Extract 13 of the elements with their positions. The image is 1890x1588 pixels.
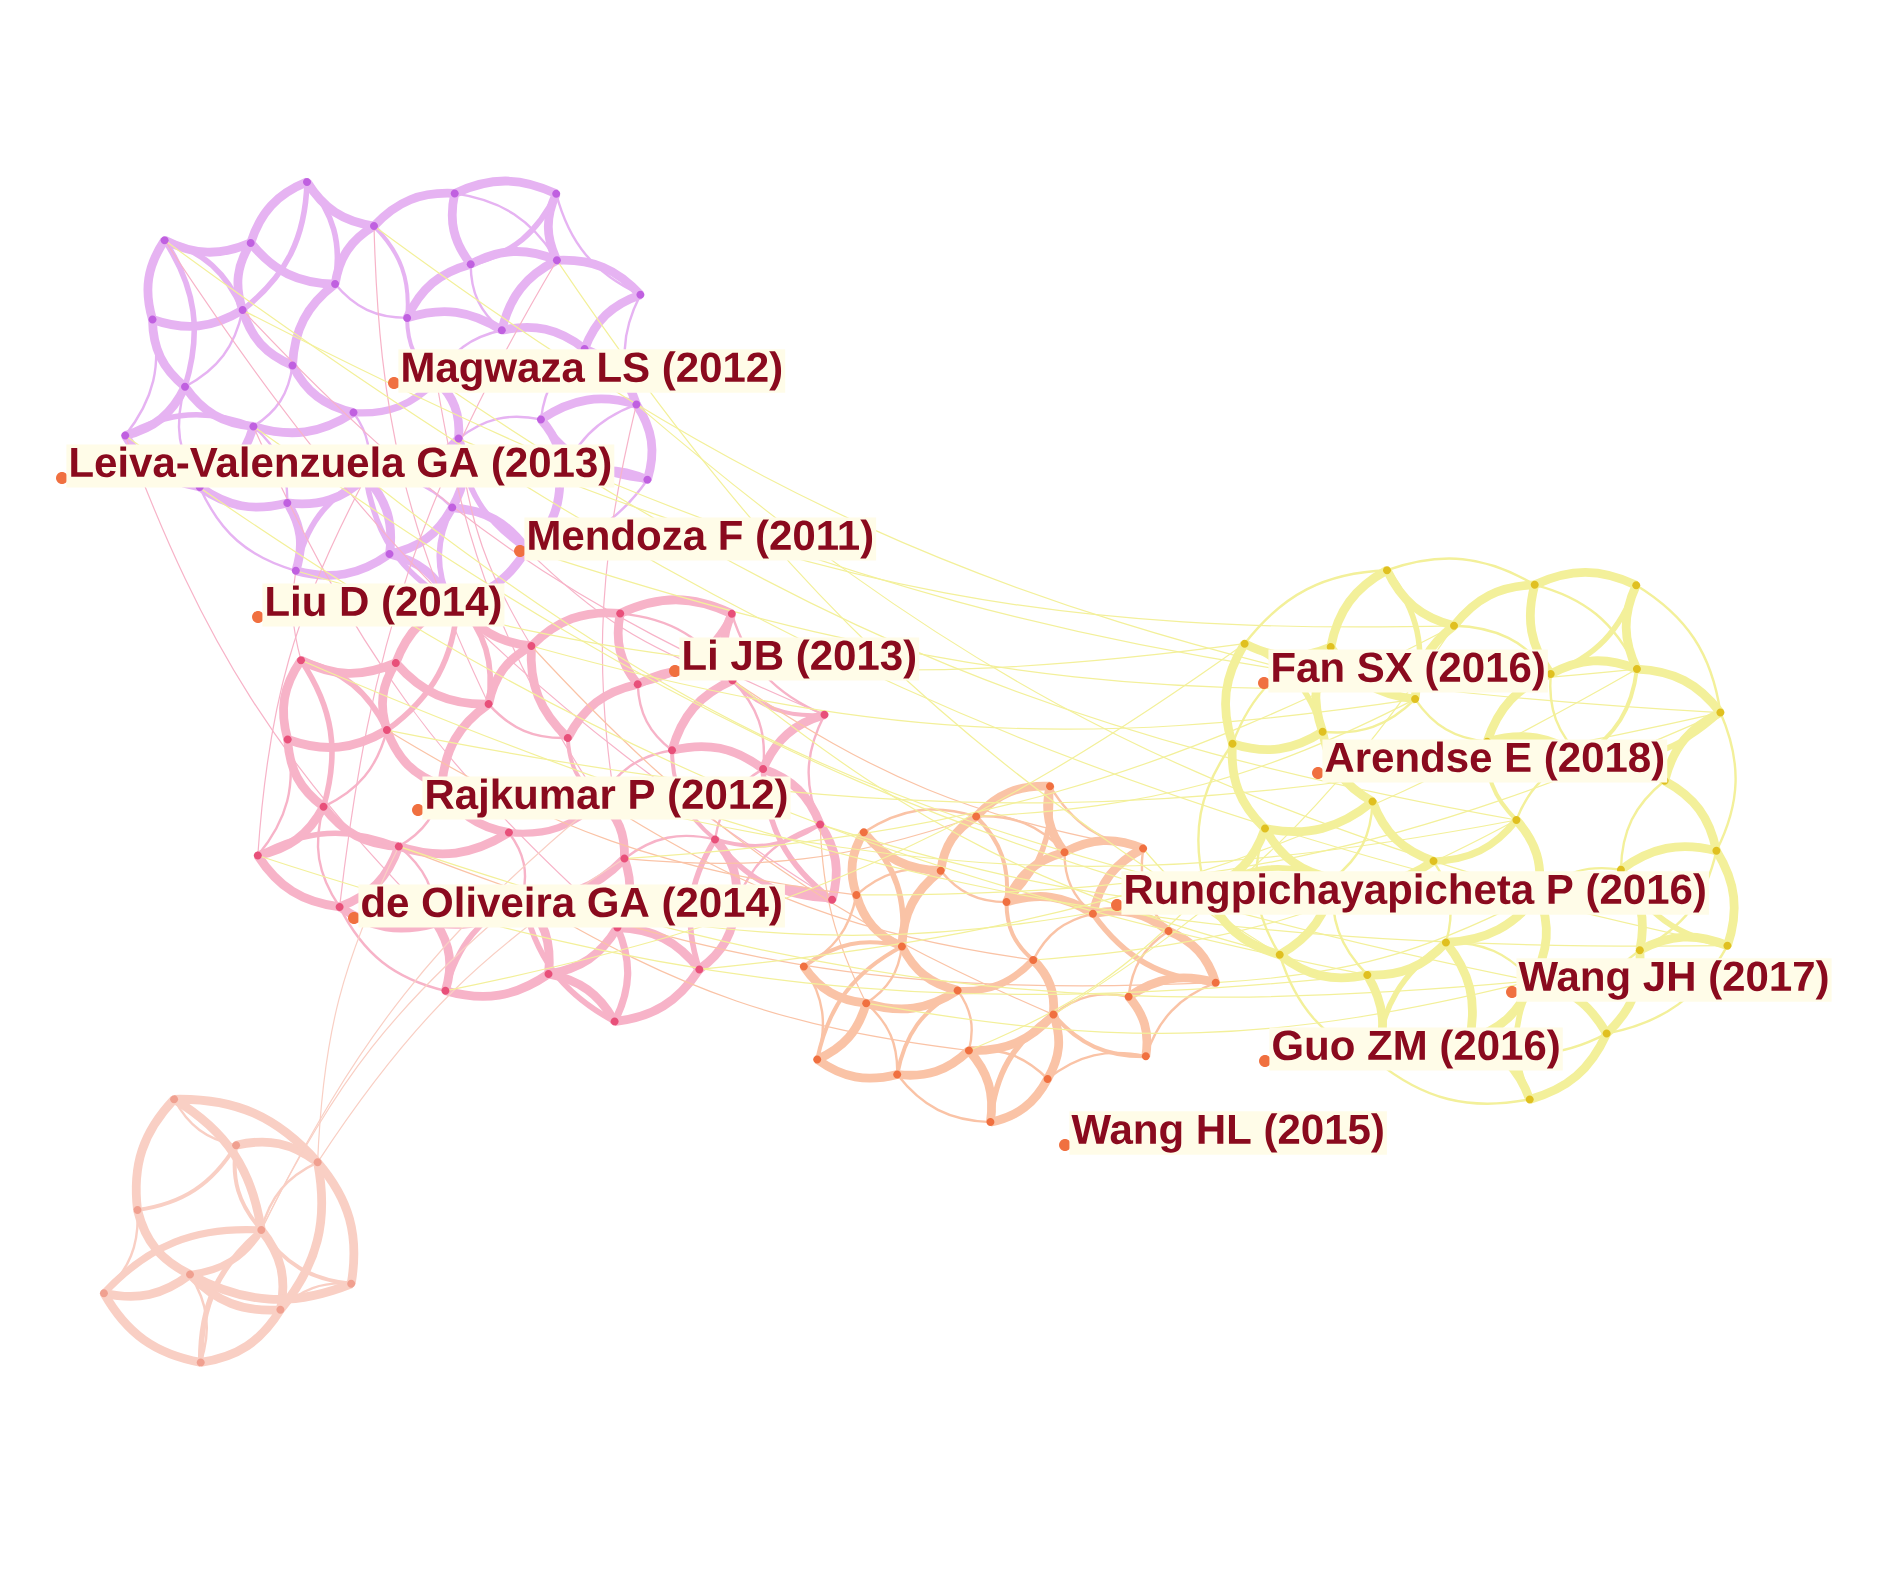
author-label: Leiva-Valenzuela GA (2013) <box>66 444 615 488</box>
author-label: Magwaza LS (2012) <box>398 349 786 393</box>
author-label: Rungpichayapicheta P (2016) <box>1121 871 1709 915</box>
author-label: Guo ZM (2016) <box>1269 1027 1563 1071</box>
author-label: Li JB (2013) <box>679 637 920 681</box>
author-label: de Oliveira GA (2014) <box>358 884 785 928</box>
author-label: Arendse E (2018) <box>1322 739 1668 783</box>
author-label: Fan SX (2016) <box>1268 649 1548 693</box>
author-label: Wang HL (2015) <box>1069 1111 1387 1155</box>
author-label: Rajkumar P (2012) <box>422 776 791 820</box>
author-label: Wang JH (2017) <box>1516 958 1832 1002</box>
author-label: Liu D (2014) <box>262 583 505 627</box>
author-label: Mendoza F (2011) <box>524 517 877 561</box>
